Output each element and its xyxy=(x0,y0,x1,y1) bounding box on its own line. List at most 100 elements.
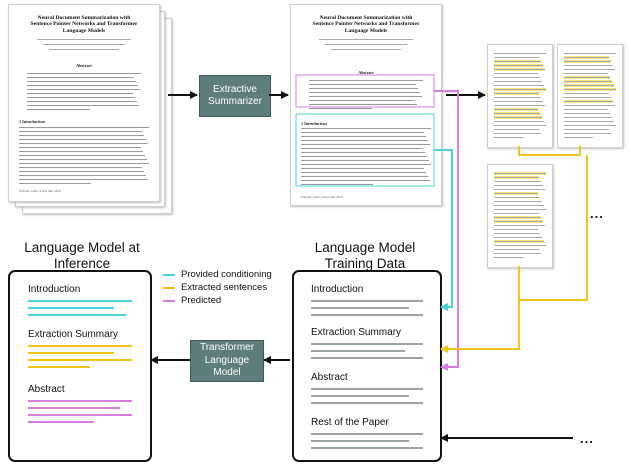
text-line xyxy=(494,61,541,62)
text-line xyxy=(309,92,420,93)
text-line xyxy=(301,160,429,161)
text-line xyxy=(564,133,611,134)
text-line xyxy=(564,125,616,126)
inference-intro-line xyxy=(28,300,132,302)
text-line xyxy=(494,201,542,202)
legend-label-provided: Provided conditioning xyxy=(181,269,272,280)
inference-section-extraction-summary: Extraction Summary xyxy=(28,329,119,340)
text-line xyxy=(494,117,542,118)
text-line xyxy=(27,89,140,90)
training-extraction-line xyxy=(311,357,423,359)
text-line xyxy=(494,109,538,110)
training-abstract-line xyxy=(311,402,423,404)
text-line xyxy=(494,213,539,214)
text-line xyxy=(27,101,137,102)
text-line xyxy=(309,104,417,105)
text-line xyxy=(564,85,614,86)
text-line xyxy=(301,172,426,173)
text-line xyxy=(494,209,546,210)
training-intro-line xyxy=(311,314,423,316)
inference-panel: Introduction Extraction Summary Abstract xyxy=(8,270,152,462)
legend-item-provided: Provided conditioning xyxy=(163,269,272,280)
inference-section-abstract: Abstract xyxy=(28,384,65,395)
text-line xyxy=(564,77,610,78)
text-line xyxy=(494,77,540,78)
training-rest-line xyxy=(311,440,409,442)
text-line xyxy=(494,73,538,74)
text-line xyxy=(301,156,427,157)
text-line xyxy=(494,245,546,246)
legend-item-extracted: Extracted sentences xyxy=(163,282,267,293)
text-line xyxy=(494,257,523,258)
text-line xyxy=(494,133,541,134)
inference-extraction-line xyxy=(28,345,132,347)
text-line xyxy=(494,105,545,106)
text-line xyxy=(494,81,542,82)
training-heading: Language Model Training Data xyxy=(314,240,416,272)
text-line xyxy=(19,131,142,132)
legend-label-predicted: Predicted xyxy=(181,295,222,306)
legend-swatch-provided xyxy=(163,273,175,276)
extracted-page-1 xyxy=(487,44,553,148)
text-line xyxy=(301,144,430,145)
text-line xyxy=(494,253,541,254)
legend-swatch-extracted xyxy=(163,286,175,289)
text-line xyxy=(309,84,416,85)
text-line xyxy=(301,164,431,165)
text-line xyxy=(494,57,539,58)
inference-heading: Language Model at Inference xyxy=(24,240,140,272)
text-line xyxy=(494,69,545,70)
training-extraction-line xyxy=(311,350,405,352)
transformer-lm-label: Transformer Language Model xyxy=(199,342,255,379)
text-line xyxy=(19,151,143,152)
training-section-extraction-summary: Extraction Summary xyxy=(311,327,402,338)
training-panel: Introduction Extraction Summary Abstract… xyxy=(292,270,442,462)
text-line xyxy=(301,128,431,129)
text-line xyxy=(19,179,148,180)
transformer-lm-box: Transformer Language Model xyxy=(190,340,264,382)
text-line xyxy=(494,217,541,218)
text-line xyxy=(564,57,609,58)
annotated-paper-title: Neural Document Summarization with Sente… xyxy=(312,15,420,34)
text-line xyxy=(27,105,139,106)
text-line xyxy=(564,53,616,54)
annotated-intro-heading: 1 Introduction xyxy=(301,121,327,126)
text-line xyxy=(494,85,544,86)
inference-extraction-line xyxy=(28,352,114,354)
text-line xyxy=(564,109,608,110)
text-line xyxy=(564,81,612,82)
text-line xyxy=(301,168,424,169)
training-abstract-line xyxy=(311,388,423,390)
inference-abstract-line xyxy=(28,414,132,416)
text-line xyxy=(564,61,611,62)
more-papers-ellipsis: ... xyxy=(580,431,594,446)
text-line xyxy=(494,97,541,98)
text-line xyxy=(27,73,141,74)
training-intro-line xyxy=(311,300,423,302)
text-line xyxy=(494,221,543,222)
text-line xyxy=(309,88,418,89)
inference-abstract-line xyxy=(28,421,94,423)
text-line xyxy=(564,73,608,74)
text-line xyxy=(494,197,540,198)
text-line xyxy=(494,125,546,126)
training-extraction-line xyxy=(311,343,423,345)
text-line xyxy=(494,229,538,230)
text-line xyxy=(494,53,546,54)
text-line xyxy=(564,89,616,90)
annotated-paper-footer: Preprint. Under review. May 2019. xyxy=(301,195,343,199)
extracted-page-2 xyxy=(557,44,623,148)
text-line xyxy=(27,85,138,86)
text-line xyxy=(564,69,615,70)
text-line xyxy=(27,77,134,78)
text-line xyxy=(494,121,544,122)
text-line xyxy=(19,171,144,172)
training-abstract-line xyxy=(311,395,409,397)
inference-intro-line xyxy=(28,307,114,309)
text-line xyxy=(494,205,544,206)
text-line xyxy=(494,173,546,174)
text-line xyxy=(564,101,613,102)
text-line xyxy=(494,177,539,178)
text-line xyxy=(494,193,538,194)
extractive-summarizer-box: Extractive Summarizer xyxy=(199,75,271,117)
